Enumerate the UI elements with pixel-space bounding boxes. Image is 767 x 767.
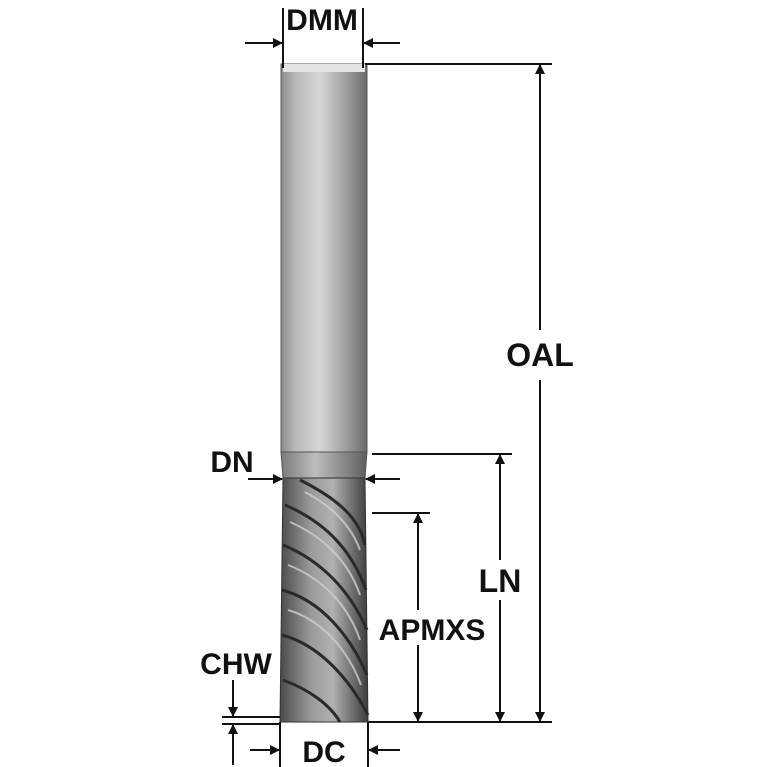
label-dn: DN — [210, 446, 253, 479]
dimension-labels: DMM OAL DN LN APMXS CHW DC — [200, 4, 574, 767]
end-mill-tool — [279, 63, 370, 723]
label-oal: OAL — [506, 337, 574, 373]
flute-highlights — [287, 491, 362, 686]
label-dmm: DMM — [286, 4, 358, 37]
label-ln: LN — [479, 563, 522, 599]
label-chw: CHW — [200, 648, 272, 681]
label-apmxs: APMXS — [379, 614, 486, 647]
shank-chamfer — [283, 64, 365, 72]
label-dc: DC — [302, 736, 345, 767]
flute-helix-lines — [281, 478, 370, 723]
dimension-lines — [222, 8, 552, 767]
shank — [280, 63, 368, 453]
neck — [280, 451, 368, 479]
